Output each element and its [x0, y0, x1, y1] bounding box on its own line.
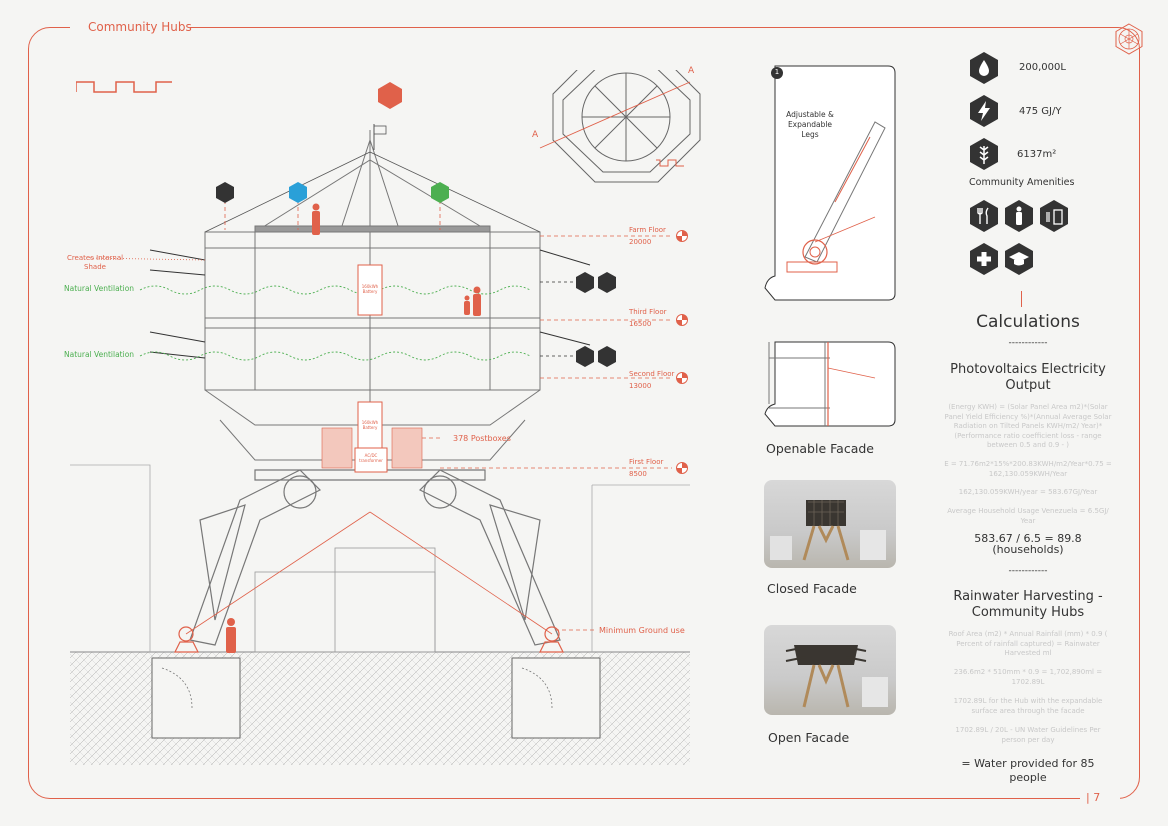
floor-level: 8500	[629, 470, 647, 478]
floor-label: Second Floor	[629, 370, 675, 378]
frame-gap-bottom	[1080, 790, 1120, 810]
legs-detail-panel	[764, 65, 896, 301]
legs-detail-label: Adjustable & Expandable Legs	[786, 110, 834, 139]
minimum-ground-label: Minimum Ground use	[599, 626, 685, 635]
pv-result: 583.67 / 6.5 = 89.8 (households)	[974, 532, 1082, 556]
postboxes-label: 378 Postboxes	[453, 434, 511, 443]
amenities-title: Community Amenities	[969, 177, 1075, 188]
plan-octagon	[552, 70, 701, 183]
battery-label-bottom: 160kWh Battery	[361, 420, 379, 430]
pv-equation: E = 71.76m2*15%*200.83KWH/m2/Year*0.75 =…	[944, 460, 1112, 478]
calculations-divider-line	[1021, 291, 1022, 307]
energy-stat: 475 GJ/Y	[1019, 106, 1062, 117]
rainwater-calc: 236.6m2 * 510mm * 0.9 = 1,702,890ml = 17…	[953, 668, 1103, 686]
section-wave-symbol	[76, 81, 172, 93]
logo-icon	[1115, 23, 1143, 55]
transformer-label: AC/DC transformer	[359, 453, 383, 463]
area-stat: 6137m²	[1017, 149, 1057, 160]
page-title: Community Hubs	[88, 20, 192, 34]
internal-shade-label: Creates Internal Shade	[66, 254, 124, 271]
calculations-divider: ------------	[1008, 338, 1048, 348]
hub-body	[204, 130, 541, 470]
rainwater-formula: Roof Area (m2) * Annual Rainfall (mm) * …	[948, 630, 1108, 657]
closed-facade-photo	[764, 480, 896, 568]
legs-detail-number: 1	[774, 68, 780, 76]
pv-conversion: 162,130.059KWH/year = 583.67GJ/Year	[958, 488, 1098, 496]
rainwater-result: = Water provided for 85 people	[961, 757, 1095, 784]
openable-facade-panel	[764, 341, 896, 427]
pv-formula: (Energy KWH) = (Solar Panel Area m2)*(So…	[944, 403, 1112, 449]
pv-title: Photovoltaics Electricity Output	[950, 362, 1106, 393]
section-marker-right: A	[688, 66, 695, 76]
battery-label-top: 160kWh Battery	[361, 284, 379, 294]
rainwater-un: 1702.89L / 20L - UN Water Guidelines Per…	[955, 726, 1101, 744]
person-icon	[1005, 200, 1033, 232]
water-drop-icon	[970, 52, 998, 84]
natural-ventilation-label-1: Natural Ventilation	[64, 284, 135, 293]
floor-label: First Floor	[629, 458, 664, 466]
floor-level: 20000	[629, 238, 652, 246]
natural-ventilation-label-2: Natural Ventilation	[64, 350, 135, 359]
floor-label: Third Floor	[629, 308, 667, 316]
foundation-right	[511, 657, 601, 739]
closed-facade-caption: Closed Facade	[767, 581, 857, 596]
section-drawing	[70, 70, 701, 765]
floor-level: 16500	[629, 320, 652, 328]
frame-top-line	[190, 27, 1106, 28]
cutlery-icon	[970, 200, 998, 232]
medical-cross-icon	[970, 243, 998, 275]
rainwater-title: Rainwater Harvesting - Community Hubs	[953, 589, 1103, 620]
battery-charge-icon	[1040, 200, 1068, 232]
calculations-divider-2: ------------	[1008, 566, 1048, 576]
floor-level: 13000	[629, 382, 652, 390]
open-facade-photo	[764, 625, 896, 715]
openable-facade-caption: Openable Facade	[766, 441, 874, 456]
floor-label: Farm Floor	[629, 226, 666, 234]
pv-average: Average Household Usage Venezuela = 6.5G…	[947, 507, 1109, 525]
calculations-title: Calculations	[976, 312, 1080, 332]
rainwater-hub: 1702.89L for the Hub with the expandable…	[953, 697, 1103, 715]
foundation-left	[151, 657, 241, 739]
structure-legs	[189, 469, 561, 646]
frame-gap	[70, 18, 1100, 38]
wheat-icon	[970, 138, 998, 170]
water-stat: 200,000L	[1019, 62, 1066, 73]
graduation-cap-icon	[1005, 243, 1033, 275]
open-facade-caption: Open Facade	[768, 730, 850, 745]
page-number: | 7	[1086, 791, 1101, 804]
section-marker-left: A	[532, 130, 539, 140]
lightning-icon	[970, 95, 998, 127]
